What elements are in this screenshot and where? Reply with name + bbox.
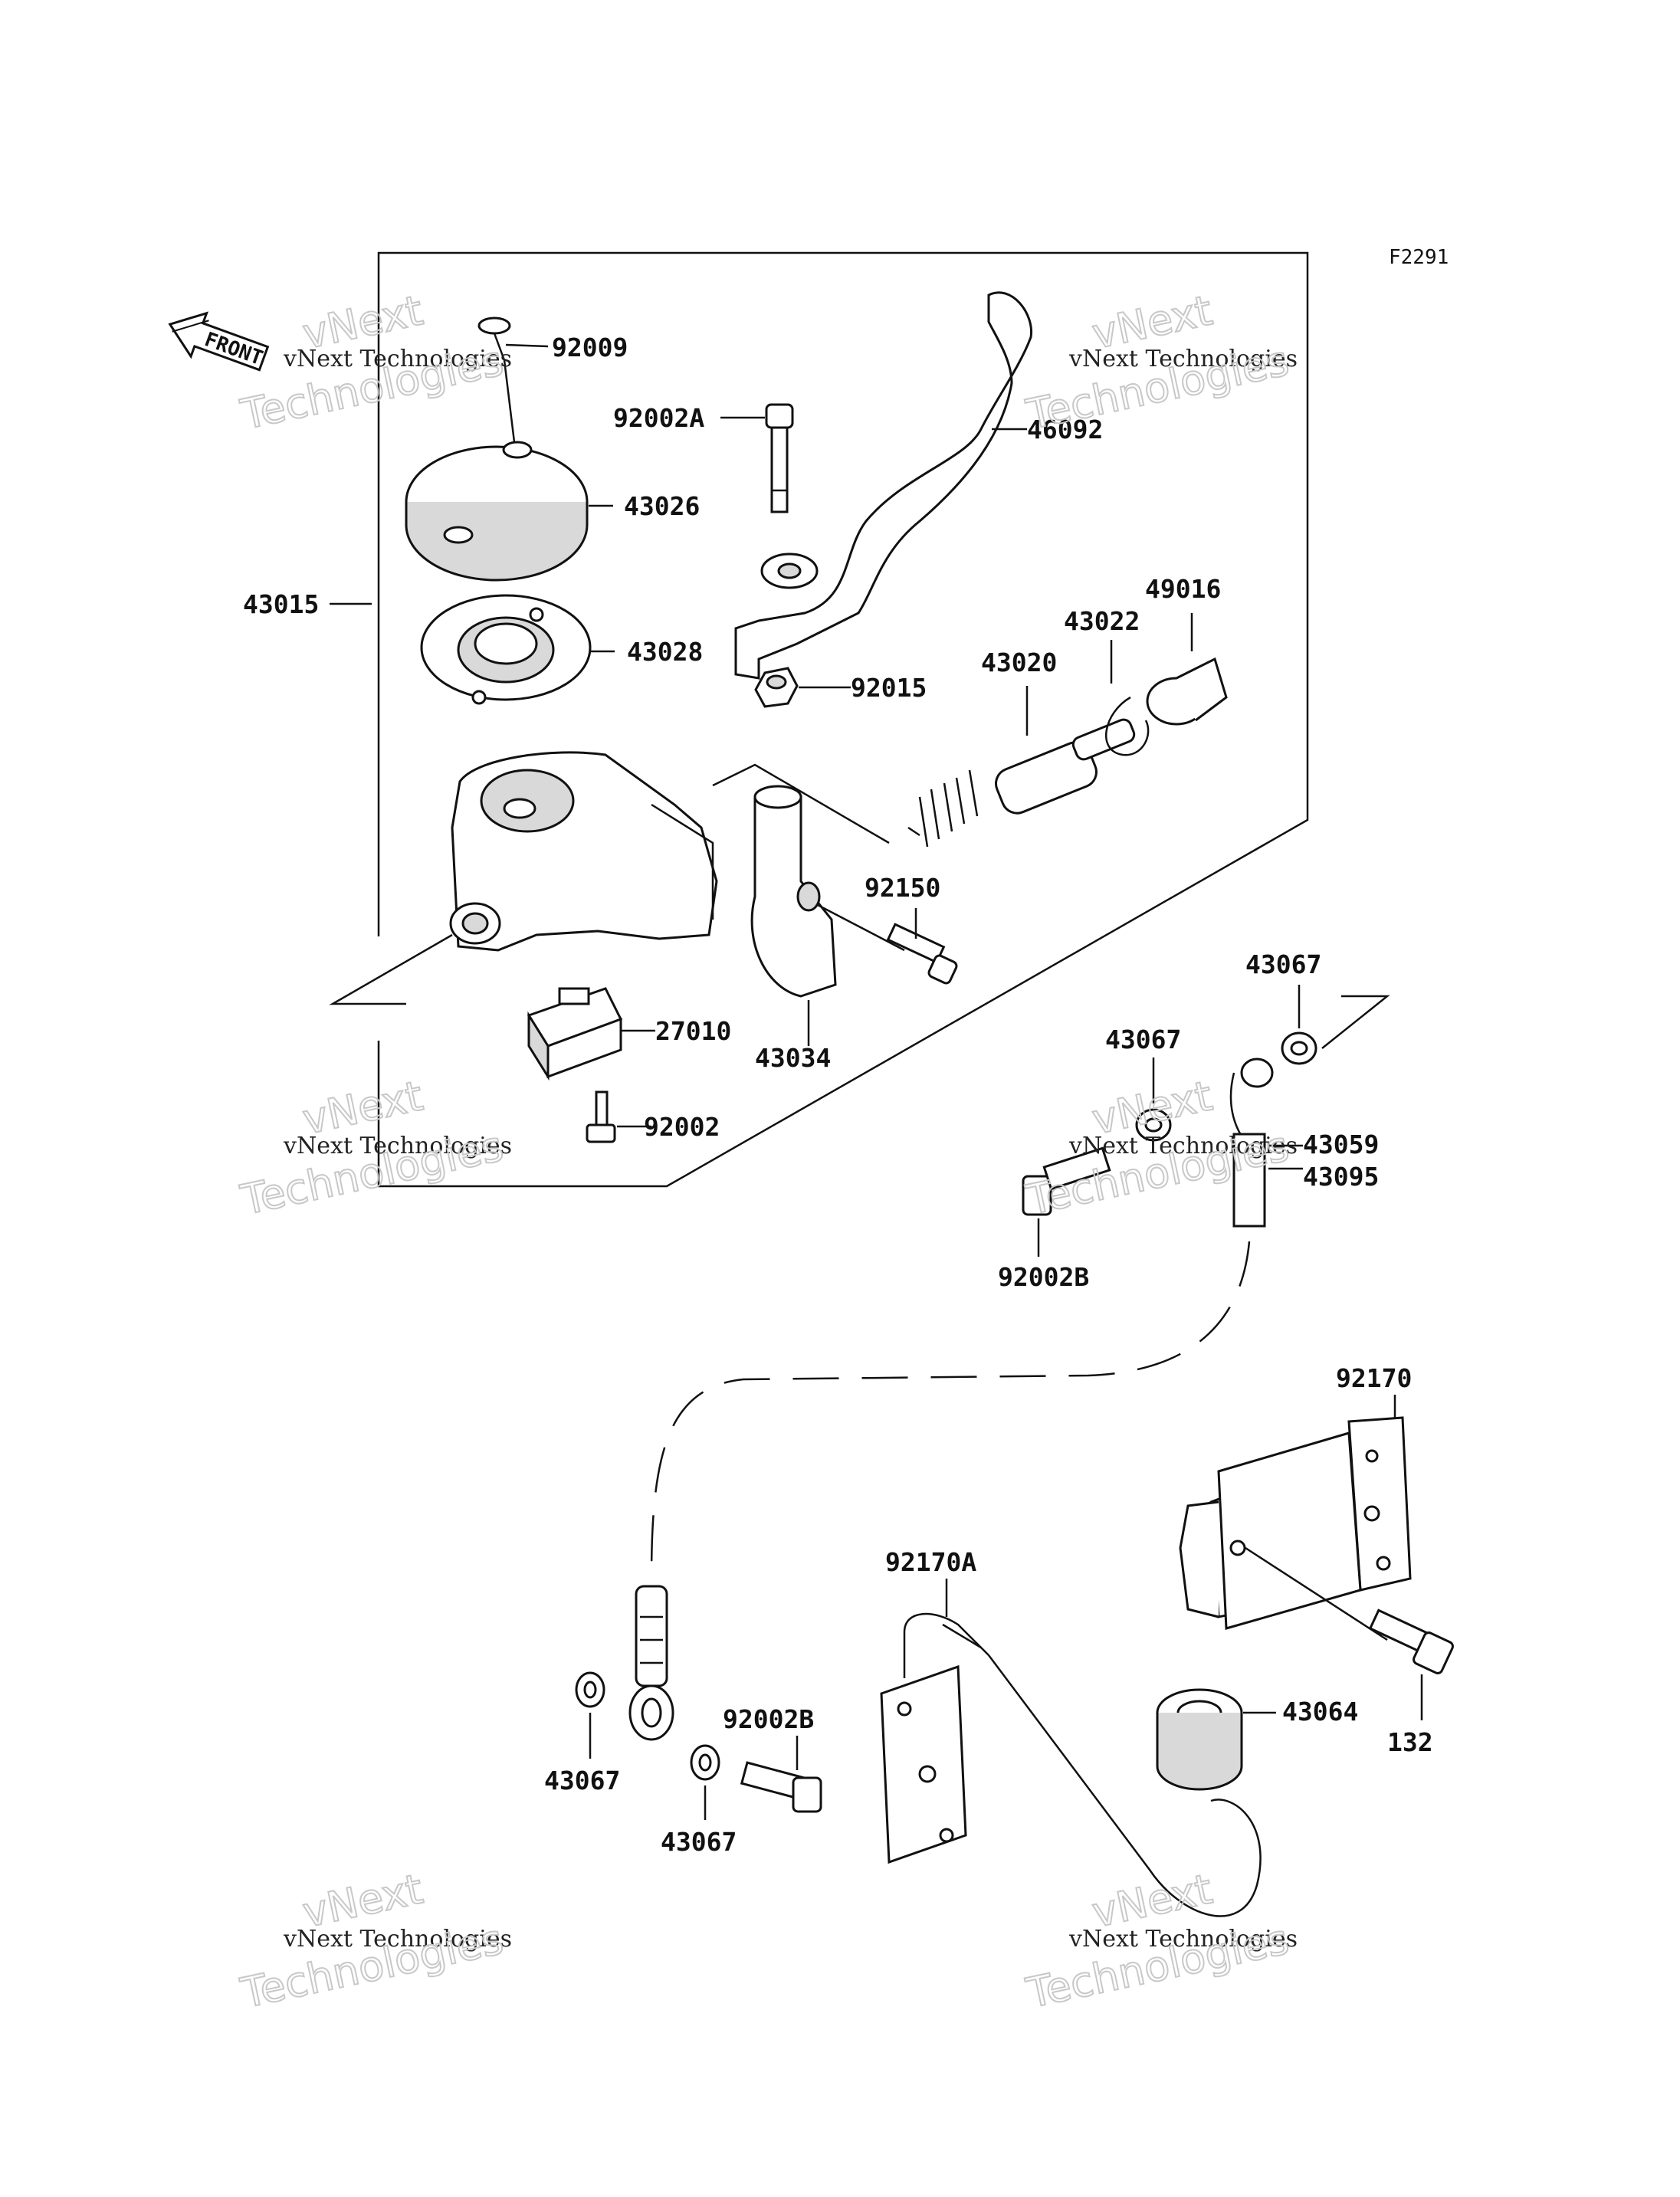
- svg-text:vNext Technologies: vNext Technologies: [1068, 1926, 1298, 1953]
- label-43067-1: 43067: [1245, 949, 1321, 979]
- part-27010-switch: [527, 987, 655, 1081]
- label-43095: 43095: [1303, 1162, 1379, 1192]
- brake-hose: [650, 1241, 1251, 1579]
- label-132: 132: [1387, 1727, 1433, 1757]
- part-92002B-bolt-2: [740, 1736, 822, 1813]
- part-hose-lower-fitting: [628, 1585, 674, 1741]
- label-92002A: 92002A: [613, 403, 704, 433]
- part-43067-washer-3: [575, 1671, 605, 1759]
- label-92015: 92015: [851, 673, 927, 703]
- assembly-43015-outline: [329, 251, 1309, 1188]
- label-43026: 43026: [624, 491, 700, 521]
- watermark-1: vNext Technologies vNext Technologies: [236, 285, 512, 440]
- label-92150: 92150: [865, 873, 940, 903]
- label-43059: 43059: [1303, 1130, 1379, 1159]
- label-46092: 46092: [1027, 415, 1103, 444]
- svg-text:vNext Technologies: vNext Technologies: [1068, 346, 1298, 372]
- label-43015: 43015: [243, 589, 319, 619]
- label-49016: 49016: [1145, 574, 1221, 604]
- label-43022: 43022: [1064, 606, 1140, 636]
- part-43020-piston: [907, 686, 1136, 848]
- part-49016-boot: [1146, 613, 1228, 726]
- part-43064-grommet: [1156, 1688, 1276, 1791]
- part-92002-screw: [586, 1090, 651, 1143]
- part-43034-clamp: [750, 785, 837, 1046]
- part-43028-diaphragm: [420, 594, 615, 705]
- watermark-3: vNext Technologies vNext Technologies: [236, 1071, 512, 1225]
- watermark-5: vNext Technologies vNext Technologies: [236, 1864, 512, 2018]
- watermark-2: vNext Technologies vNext Technologies: [1022, 285, 1298, 440]
- part-92002B-bolt-1: [1022, 1146, 1111, 1257]
- part-132-bolt: [1245, 1546, 1454, 1720]
- part-92170A-bracket: [880, 1579, 1262, 1917]
- svg-text:vNext Technologies: vNext Technologies: [283, 1926, 512, 1953]
- part-43067-washer-1: [1281, 985, 1390, 1065]
- label-92002: 92002: [644, 1112, 720, 1142]
- part-46092-lever: [734, 291, 1033, 680]
- label-43067-2: 43067: [1105, 1025, 1181, 1054]
- label-92009: 92009: [552, 333, 628, 362]
- part-43022-circlip: [1104, 640, 1150, 756]
- svg-text:vNext Technologies: vNext Technologies: [283, 1133, 512, 1159]
- label-43067-3: 43067: [544, 1766, 620, 1795]
- svg-text:vNext Technologies: vNext Technologies: [283, 346, 512, 372]
- figure-code: F2291: [1389, 246, 1449, 269]
- label-92170: 92170: [1336, 1363, 1412, 1393]
- part-43059-hose-fitting: [1229, 1058, 1303, 1228]
- front-arrow-icon: FRONT: [168, 311, 270, 372]
- label-43064: 43064: [1282, 1697, 1358, 1726]
- part-92150-bolt: [815, 903, 958, 985]
- label-43034: 43034: [755, 1043, 831, 1073]
- part-43067-washer-2: [1135, 1058, 1172, 1142]
- part-92002A-bolt: [720, 403, 794, 513]
- label-27010: 27010: [655, 1016, 731, 1046]
- part-43067-washer-4: [690, 1744, 720, 1820]
- label-92170A: 92170A: [885, 1547, 976, 1577]
- label-43020: 43020: [981, 648, 1057, 677]
- label-92002B-1: 92002B: [998, 1262, 1089, 1292]
- part-92015-nut: [754, 667, 851, 708]
- svg-text:vNext Technologies: vNext Technologies: [1068, 1133, 1298, 1159]
- label-92002B-2: 92002B: [723, 1704, 814, 1734]
- label-43028: 43028: [627, 637, 703, 667]
- part-92170-bracket: [1179, 1395, 1412, 1630]
- part-43015-body: [449, 751, 718, 952]
- label-43067-4: 43067: [661, 1827, 737, 1857]
- part-92009-screw: [477, 316, 549, 449]
- part-43026-cap: [405, 441, 613, 582]
